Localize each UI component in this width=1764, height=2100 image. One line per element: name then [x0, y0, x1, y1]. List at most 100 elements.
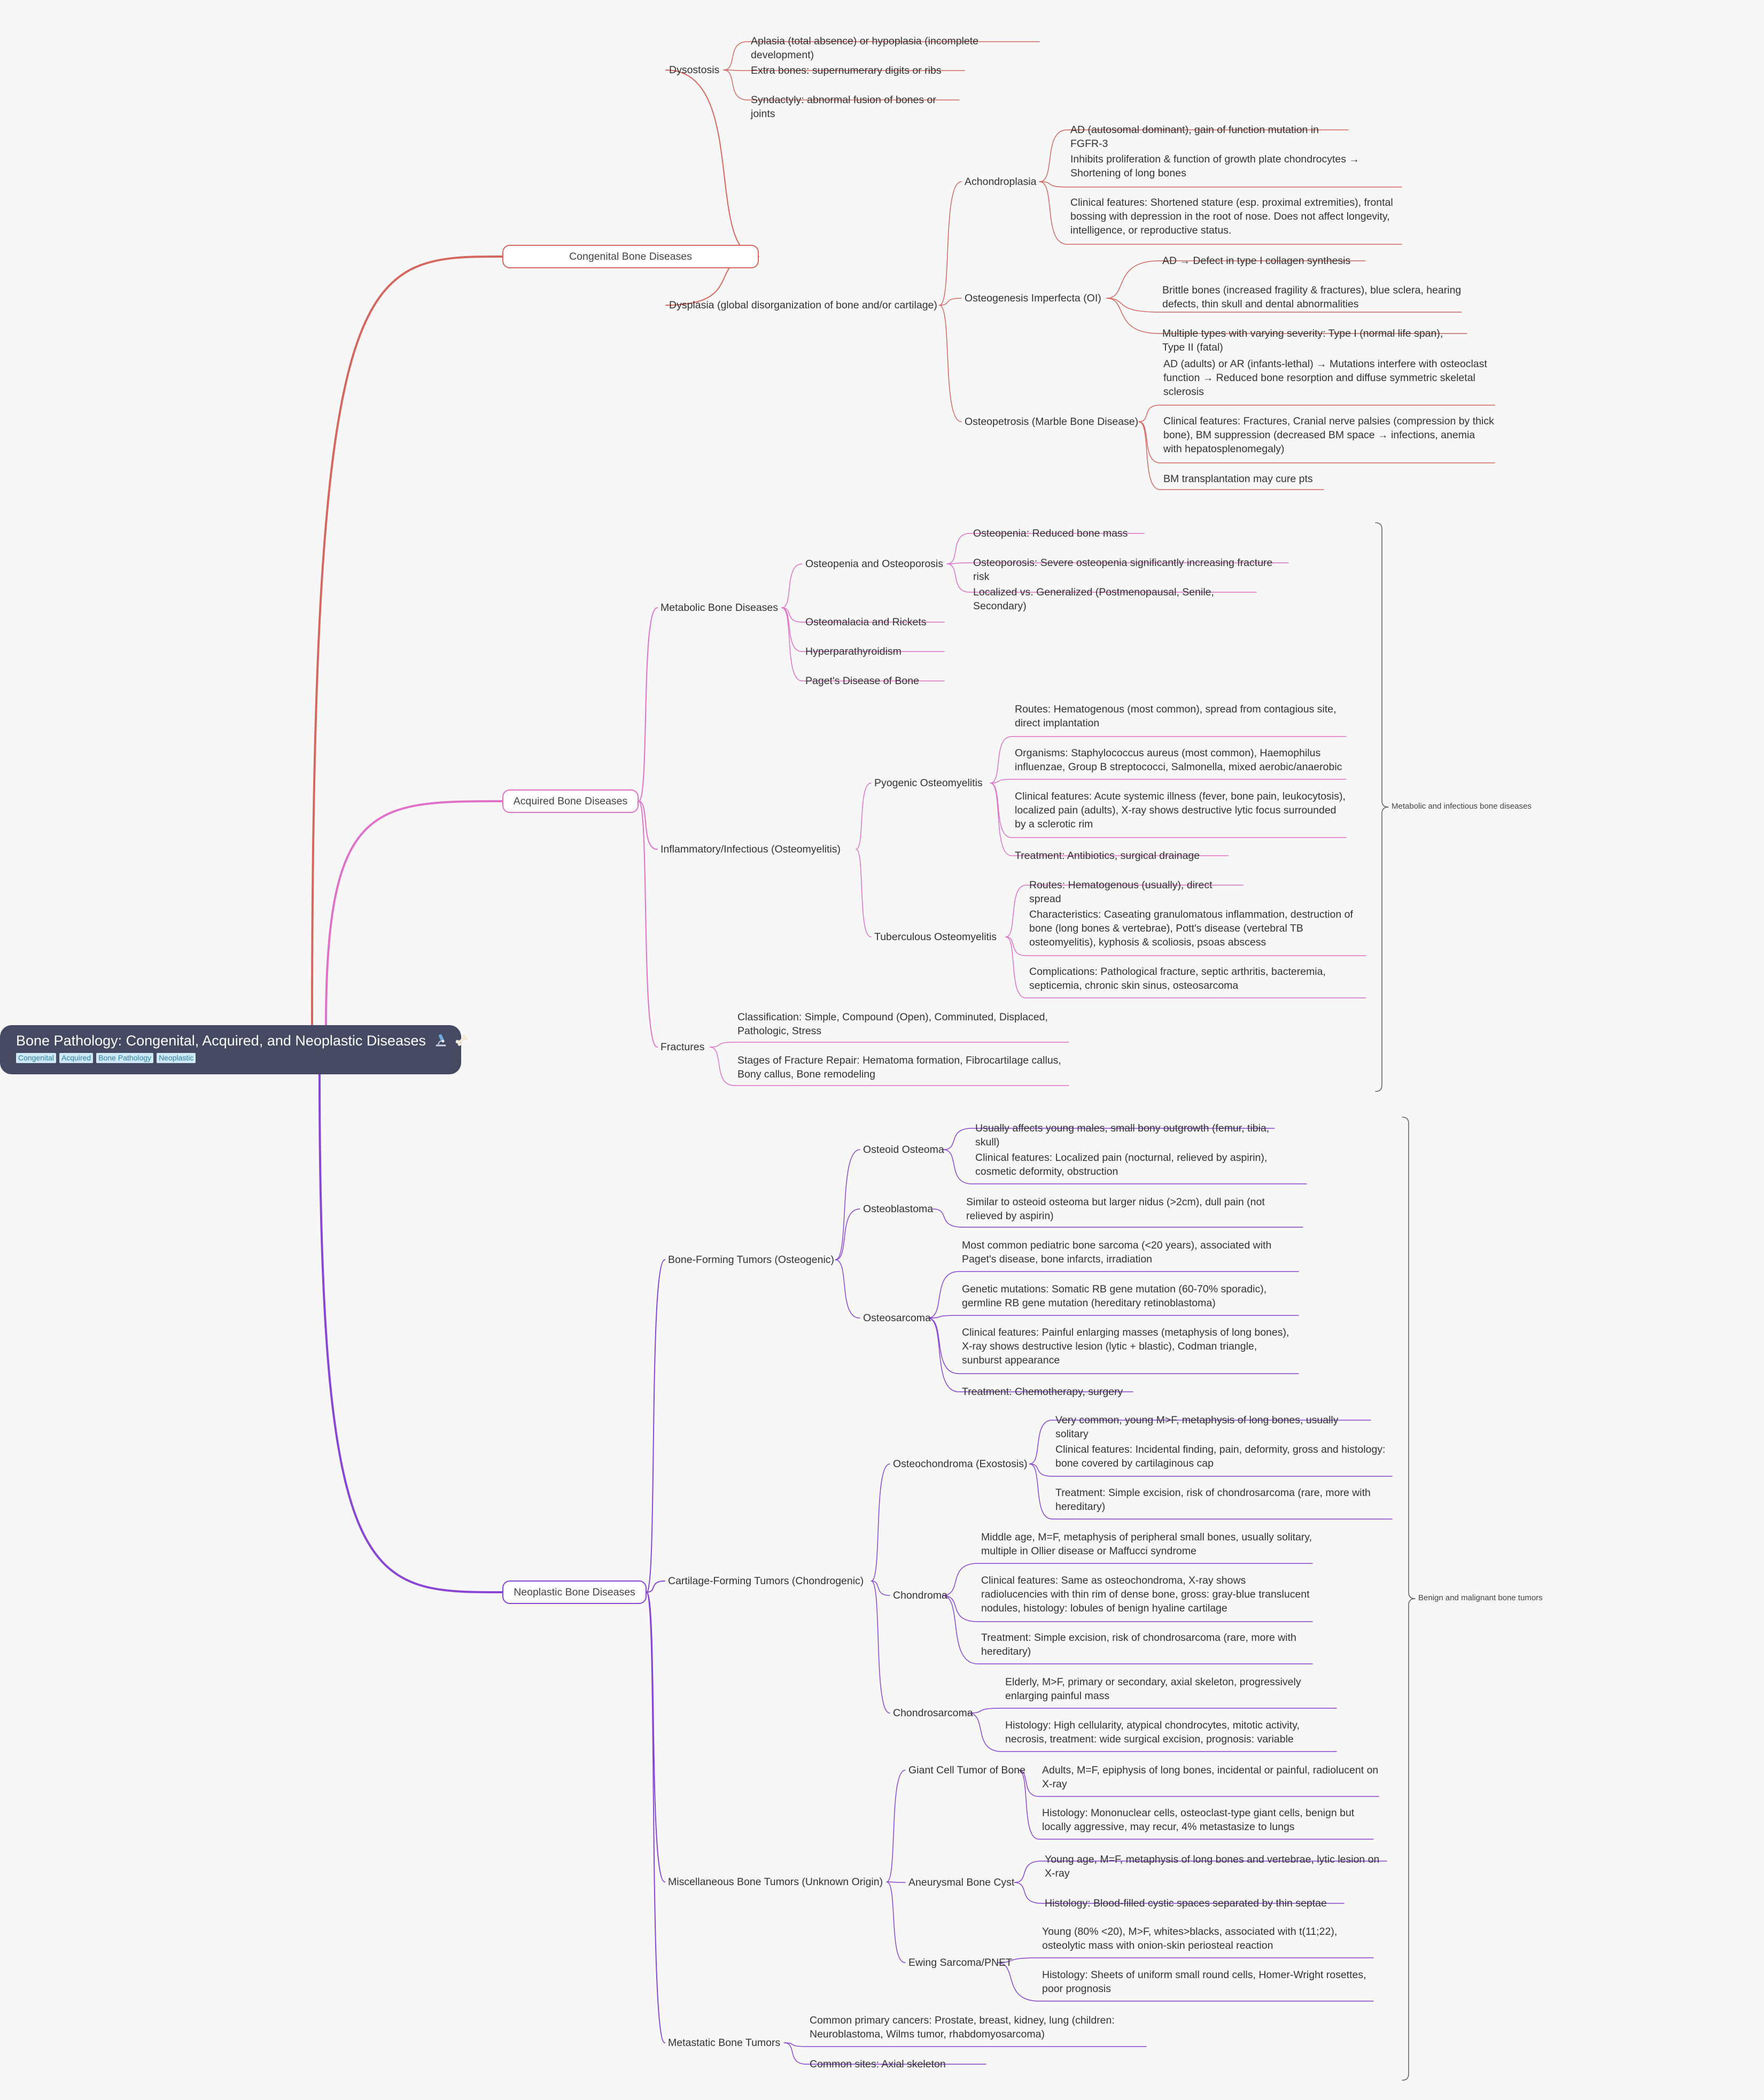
leaf-osteoporosis-severe-osteopenia-significa[interactable]: Osteoporosis: Severe osteopenia signific… [973, 557, 1273, 583]
topic-osteochondroma-exostosis[interactable]: Osteochondroma (Exostosis) [893, 1458, 1028, 1470]
root-node[interactable]: Bone Pathology: Congenital, Acquired, an… [0, 1025, 468, 1074]
leaf-clinical-features-incidental-finding-pai[interactable]: Clinical features: Incidental finding, p… [1055, 1444, 1386, 1469]
leaf-common-primary-cancers-prostate-breast-k[interactable]: Common primary cancers: Prostate, breast… [810, 2014, 1115, 2040]
leaf-common-sites-axial-skeleton[interactable]: Common sites: Axial skeleton [810, 2058, 946, 2070]
leaf-most-common-pediatric-bone-sarcoma-20-ye[interactable]: Most common pediatric bone sarcoma (<20 … [962, 1239, 1272, 1265]
topic-ewing-sarcoma-pnet[interactable]: Ewing Sarcoma/PNET [908, 1957, 1012, 1969]
topic-osteogenesis-imperfecta-oi[interactable]: Osteogenesis Imperfecta (OI) [965, 292, 1101, 304]
leaf-clinical-features-painful-enlarging-mass[interactable]: Clinical features: Painful enlarging mas… [962, 1327, 1289, 1366]
leaf-syndactyly-abnormal-fusion-of-bones-or-j[interactable]: Syndactyly: abnormal fusion of bones or … [751, 94, 936, 120]
leaf-brittle-bones-increased-fragility-fractu[interactable]: Brittle bones (increased fragility & fra… [1162, 284, 1462, 310]
connector-line [856, 782, 872, 850]
tag-congenital[interactable]: Congenital [16, 1053, 56, 1063]
leaf-histology-high-cellularity-atypical-chon[interactable]: Histology: High cellularity, atypical ch… [1005, 1719, 1300, 1745]
leaf-hyperparathyroidism[interactable]: Hyperparathyroidism [805, 646, 902, 657]
topic-chondrosarcoma[interactable]: Chondrosarcoma [893, 1707, 973, 1719]
leaf-extra-bones-supernumerary-digits-or-ribs[interactable]: Extra bones: supernumerary digits or rib… [751, 65, 942, 76]
leaf-osteomalacia-and-rickets[interactable]: Osteomalacia and Rickets [805, 616, 927, 628]
leaf-very-common-young-m-f-metaphysis-of-long[interactable]: Very common, young M>F, metaphysis of lo… [1055, 1414, 1339, 1440]
topic-tuberculous-osteomyelitis[interactable]: Tuberculous Osteomyelitis [874, 931, 997, 943]
leaf-ad-defect-in-type-i-collagen-synthesis[interactable]: AD → Defect in type I collagen synthesis [1162, 255, 1351, 267]
leaf-paget-s-disease-of-bone[interactable]: Paget's Disease of Bone [805, 675, 919, 687]
connector-line [646, 1259, 665, 1593]
leaf-histology-sheets-of-uniform-small-round-[interactable]: Histology: Sheets of uniform small round… [1042, 1969, 1366, 1995]
branch-congenital-bone-diseases[interactable]: Congenital Bone Diseases [502, 245, 759, 268]
leaf-histology-mononuclear-cells-osteoclast-t[interactable]: Histology: Mononuclear cells, osteoclast… [1042, 1807, 1355, 1833]
leaf-treatment-simple-excision-risk-of-chondr[interactable]: Treatment: Simple excision, risk of chon… [1055, 1487, 1371, 1513]
leaf-usually-affects-young-males-small-bony-o[interactable]: Usually affects young males, small bony … [975, 1122, 1270, 1148]
leaf-characteristics-caseating-granulomatous-[interactable]: Characteristics: Caseating granulomatous… [1029, 909, 1353, 948]
topic-osteopetrosis-marble-bone-disease[interactable]: Osteopetrosis (Marble Bone Disease) [965, 416, 1139, 428]
leaf-clinical-features-shortened-stature-esp-[interactable]: Clinical features: Shortened stature (es… [1070, 197, 1393, 236]
connector-line [1138, 421, 1161, 490]
topic-osteoblastoma[interactable]: Osteoblastoma [863, 1203, 934, 1215]
connector-line [1005, 936, 1027, 998]
leaf-inhibits-proliferation-function-of-growt[interactable]: Inhibits proliferation & function of gro… [1070, 153, 1359, 179]
connector-line [1402, 1117, 1416, 2081]
topic-inflammatory-infectious-osteomyelitis[interactable]: Inflammatory/Infectious (Osteomyelitis) [660, 843, 841, 855]
connector-line [886, 1881, 906, 1963]
connector-line [646, 1592, 665, 2043]
connector-line [783, 2042, 807, 2065]
topic-metabolic-bone-diseases[interactable]: Metabolic Bone Diseases [660, 602, 779, 614]
leaf-multiple-types-with-varying-severity-typ[interactable]: Multiple types with varying severity: Ty… [1162, 328, 1443, 353]
leaf-aplasia-total-absence-or-hypoplasia-inco[interactable]: Aplasia (total absence) or hypoplasia (i… [751, 35, 978, 61]
tag-bone-pathology[interactable]: Bone Pathology [96, 1053, 154, 1063]
connector-line [990, 736, 1012, 784]
leaf-clinical-features-fractures-cranial-nerv[interactable]: Clinical features: Fractures, Cranial ne… [1163, 415, 1494, 455]
leaf-organisms-staphylococcus-aureus-most-com[interactable]: Organisms: Staphylococcus aureus (most c… [1015, 747, 1342, 773]
leaf-treatment-chemotherapy-surgery[interactable]: Treatment: Chemotherapy, surgery [962, 1386, 1123, 1398]
topic-osteopenia-and-osteoporosis[interactable]: Osteopenia and Osteoporosis [805, 558, 943, 570]
leaf-osteopenia-reduced-bone-mass[interactable]: Osteopenia: Reduced bone mass [973, 528, 1128, 539]
topic-pyogenic-osteomyelitis[interactable]: Pyogenic Osteomyelitis [874, 777, 983, 789]
topic-miscellaneous-bone-tumors-unknown-origin[interactable]: Miscellaneous Bone Tumors (Unknown Origi… [668, 1876, 883, 1888]
leaf-complications-pathological-fracture-sept[interactable]: Complications: Pathological fracture, se… [1029, 966, 1326, 991]
connector-line [1375, 522, 1389, 1092]
leaf-classification-simple-compound-open-comm[interactable]: Classification: Simple, Compound (Open),… [737, 1011, 1048, 1037]
connector-line [1005, 936, 1027, 956]
tag-acquired[interactable]: Acquired [59, 1053, 94, 1063]
topic-achondroplasia[interactable]: Achondroplasia [965, 176, 1037, 188]
topic-metastatic-bone-tumors[interactable]: Metastatic Bone Tumors [668, 2037, 781, 2049]
connector-line [943, 1128, 973, 1150]
leaf-genetic-mutations-somatic-rb-gene-mutati[interactable]: Genetic mutations: Somatic RB gene mutat… [962, 1283, 1267, 1309]
leaf-localized-vs-generalized-postmenopausal-[interactable]: Localized vs. Generalized (Postmenopausa… [973, 586, 1214, 612]
topic-osteoid-osteoma[interactable]: Osteoid Osteoma [863, 1144, 944, 1156]
tag-neoplastic[interactable]: Neoplastic [157, 1053, 196, 1063]
leaf-bm-transplantation-may-cure-pts[interactable]: BM transplantation may cure pts [1163, 473, 1313, 485]
leaf-ad-adults-or-ar-infants-lethal-mutations[interactable]: AD (adults) or AR (infants-lethal) → Mut… [1163, 358, 1487, 398]
connector-line [997, 1957, 1039, 1963]
leaf-ad-autosomal-dominant-gain-of-function-m[interactable]: AD (autosomal dominant), gain of functio… [1070, 124, 1319, 150]
leaf-young-80-20-m-f-whites-blacks-associated[interactable]: Young (80% <20), M>F, whites>blacks, ass… [1042, 1926, 1338, 1951]
leaf-stages-of-fracture-repair-hematoma-forma[interactable]: Stages of Fracture Repair: Hematoma form… [737, 1055, 1061, 1080]
topic-osteosarcoma[interactable]: Osteosarcoma [863, 1312, 931, 1324]
branch-acquired-bone-diseases[interactable]: Acquired Bone Diseases [502, 789, 639, 813]
connector-line [927, 1318, 959, 1392]
leaf-histology-blood-filled-cystic-spaces-sep[interactable]: Histology: Blood-filled cystic spaces se… [1045, 1897, 1327, 1909]
branch-neoplastic-bone-diseases[interactable]: Neoplastic Bone Diseases [502, 1580, 647, 1604]
leaf-treatment-simple-excision-risk-of-chondr[interactable]: Treatment: Simple excision, risk of chon… [981, 1632, 1296, 1657]
topic-aneurysmal-bone-cyst[interactable]: Aneurysmal Bone Cyst [908, 1877, 1015, 1888]
leaf-treatment-antibiotics-surgical-drainage[interactable]: Treatment: Antibiotics, surgical drainag… [1015, 850, 1200, 862]
leaf-clinical-features-same-as-osteochondroma[interactable]: Clinical features: Same as osteochondrom… [981, 1575, 1310, 1614]
leaf-clinical-features-acute-systemic-illness[interactable]: Clinical features: Acute systemic illnes… [1015, 791, 1346, 830]
leaf-middle-age-m-f-metaphysis-of-peripheral-[interactable]: Middle age, M=F, metaphysis of periphera… [981, 1531, 1312, 1557]
topic-cartilage-forming-tumors-chondrogenic[interactable]: Cartilage-Forming Tumors (Chondrogenic) [668, 1575, 864, 1587]
leaf-young-age-m-f-metaphysis-of-long-bones-a[interactable]: Young age, M=F, metaphysis of long bones… [1045, 1854, 1380, 1879]
connector-line [646, 1580, 665, 1593]
topic-dysplasia-global-disorganization-of-bone[interactable]: Dysplasia (global disorganization of bon… [669, 299, 937, 311]
leaf-elderly-m-f-primary-or-secondary-axial-s[interactable]: Elderly, M>F, primary or secondary, axia… [1005, 1676, 1301, 1702]
topic-chondroma[interactable]: Chondroma [893, 1590, 947, 1601]
topic-giant-cell-tumor-of-bone[interactable]: Giant Cell Tumor of Bone [908, 1764, 1025, 1776]
connector-line [939, 181, 962, 306]
leaf-similar-to-osteoid-osteoma-but-larger-ni[interactable]: Similar to osteoid osteoma but larger ni… [966, 1196, 1265, 1222]
topic-dysostosis[interactable]: Dysostosis [669, 64, 720, 76]
leaf-clinical-features-localized-pain-nocturn[interactable]: Clinical features: Localized pain (noctu… [975, 1152, 1268, 1177]
topic-fractures[interactable]: Fractures [660, 1041, 705, 1053]
leaf-routes-hematogenous-usually-direct-sprea[interactable]: Routes: Hematogenous (usually), direct s… [1029, 879, 1213, 905]
root-tags: Congenital Acquired Bone Pathology Neopl… [16, 1053, 461, 1063]
leaf-routes-hematogenous-most-common-spread-f[interactable]: Routes: Hematogenous (most common), spre… [1015, 703, 1336, 729]
connector-line [723, 41, 748, 71]
topic-bone-forming-tumors-osteogenic[interactable]: Bone-Forming Tumors (Osteogenic) [668, 1254, 835, 1266]
leaf-adults-m-f-epiphysis-of-long-bones-incid[interactable]: Adults, M=F, epiphysis of long bones, in… [1042, 1764, 1379, 1790]
